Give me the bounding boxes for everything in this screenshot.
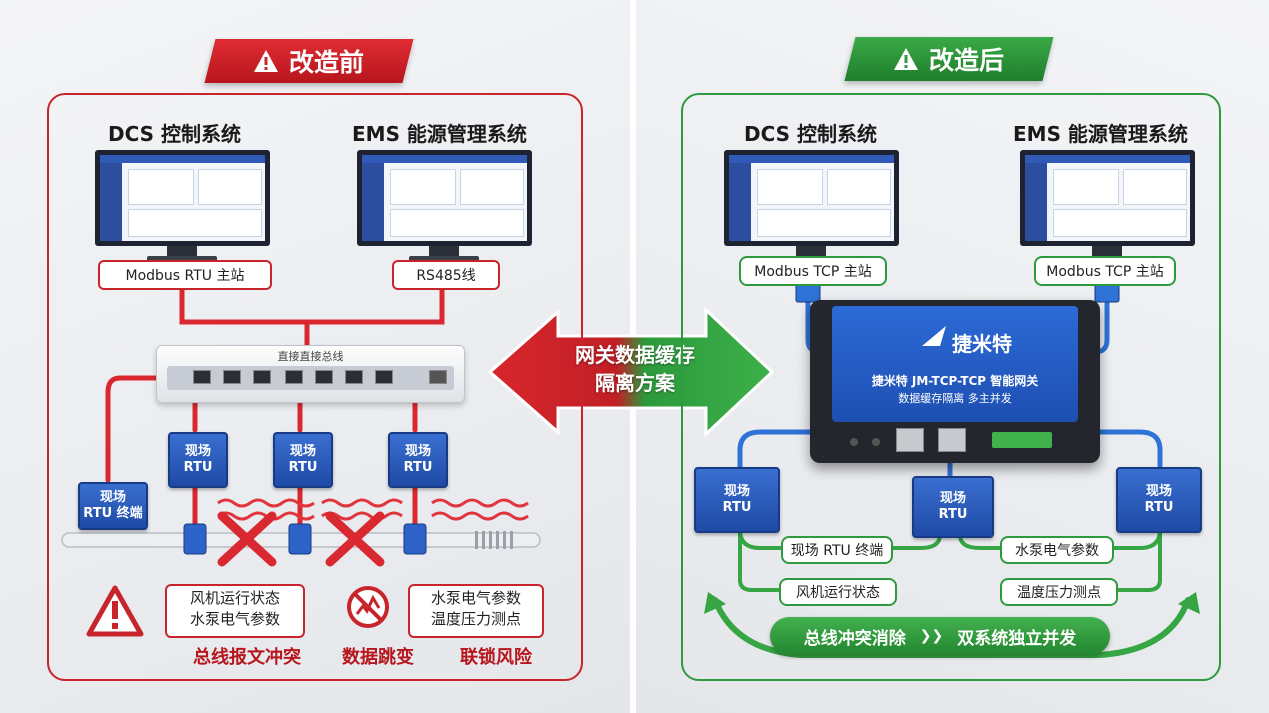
flow-line (1113, 528, 1162, 592)
after-dcs-title: DCS 控制系统 (744, 122, 878, 146)
field-rtu: 现场 RTU (273, 432, 333, 488)
no-data-jump-icon (347, 586, 389, 628)
bus-connector (403, 523, 427, 555)
field-rtu-terminal: 现场 RTU 终端 (78, 482, 148, 530)
wire-gateway-rtu-left (737, 429, 818, 473)
rtu-master-label: Modbus RTU 主站 (98, 260, 272, 290)
rs485-label: RS485线 (392, 260, 500, 290)
issue-data-jump: 数据跳变 (342, 647, 414, 668)
after-ems-title: EMS 能源管理系统 (1013, 122, 1188, 146)
result-bus-conflict-removed: 总线冲突消除 (803, 628, 906, 649)
interference-wave (217, 498, 315, 508)
before-banner: 改造前 (204, 39, 414, 83)
after-banner: 改造后 (844, 37, 1054, 81)
terminal-block (992, 432, 1052, 448)
interference-wave (321, 511, 403, 521)
wire-gateway-rtu-right (1092, 429, 1163, 473)
after-panel (681, 93, 1221, 681)
rs485-switch: 直接直接总线 (156, 345, 465, 403)
brand-logo-icon (922, 326, 946, 346)
tcp-master-label-right: Modbus TCP 主站 (1034, 256, 1176, 286)
interference-wave (431, 498, 529, 508)
interference-wave (431, 511, 529, 521)
conflict-x-icon (217, 511, 277, 567)
result-banner: 总线冲突消除 ❯❯ 双系统独立并发 (770, 617, 1110, 655)
wire-to-terminal (105, 375, 163, 483)
bus-connector (288, 523, 312, 555)
smart-gateway: 捷米特 捷米特 JM-TCP-TCP 智能网关 数据缓存隔离 多主并发 (810, 300, 1100, 463)
bus-connector (183, 523, 207, 555)
field-rtu: 现场 RTU (694, 467, 780, 533)
after-dcs-monitor (724, 150, 899, 268)
before-ems-title: EMS 能源管理系统 (352, 122, 527, 146)
tag-fan-status: 风机运行状态 (779, 578, 897, 606)
double-chevron-icon: ❯❯ (919, 628, 944, 644)
field-rtu: 现场 RTU (388, 432, 448, 488)
ethernet-port (896, 428, 924, 452)
before-panel (47, 93, 583, 681)
gateway-model: 捷米特 JM-TCP-TCP 智能网关 (871, 374, 1039, 388)
after-ems-monitor (1020, 150, 1195, 268)
ethernet-port (938, 428, 966, 452)
warning-icon (86, 585, 144, 637)
switch-title: 直接直接总线 (277, 350, 344, 363)
tcp-master-label-left: Modbus TCP 主站 (739, 256, 887, 286)
before-banner-text: 改造前 (289, 48, 365, 77)
before-dcs-title: DCS 控制系统 (108, 122, 242, 146)
before-note-right: 水泵电气参数 温度压力测点 (408, 584, 544, 638)
field-rtu: 现场 RTU (168, 432, 228, 488)
before-note-left: 风机运行状态 水泵电气参数 (165, 584, 305, 638)
tag-rtu-terminal: 现场 RTU 终端 (781, 536, 893, 564)
field-rtu: 现场 RTU (912, 476, 994, 538)
warning-icon (894, 48, 919, 70)
warning-icon (254, 50, 279, 72)
transition-arrow (487, 306, 775, 438)
loop-arrow-head (704, 592, 726, 614)
wire-dcs-down (179, 285, 445, 325)
before-dcs-monitor (95, 150, 270, 268)
issue-interlock-risk: 联锁风险 (460, 647, 532, 668)
result-dual-system-concurrency: 双系统独立并发 (957, 628, 1077, 649)
gateway-front-panel: 捷米特 捷米特 JM-TCP-TCP 智能网关 数据缓存隔离 多主并发 (832, 306, 1078, 422)
tag-temp-pressure: 温度压力测点 (1000, 578, 1118, 606)
gateway-brand: 捷米特 (952, 332, 1012, 356)
transition-arrow-label: 网关数据缓存 隔离方案 (575, 343, 695, 395)
tag-pump-params: 水泵电气参数 (1000, 536, 1114, 564)
loop-arrow-head (1178, 592, 1200, 614)
after-banner-text: 改造后 (929, 46, 1005, 75)
field-rtu: 现场 RTU (1116, 467, 1202, 533)
flow-line (738, 528, 780, 592)
before-ems-monitor (357, 150, 532, 268)
conflict-x-icon (325, 511, 385, 567)
loop-arrow (712, 597, 1191, 658)
interference-wave (321, 498, 403, 508)
issue-bus-conflict: 总线报文冲突 (193, 647, 301, 668)
gateway-subtitle: 数据缓存隔离 多主并发 (898, 392, 1012, 405)
